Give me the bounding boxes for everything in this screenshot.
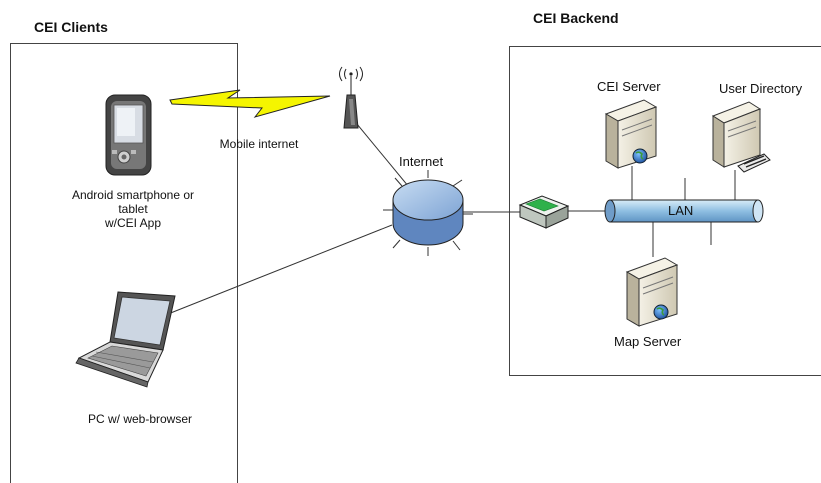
router-icon xyxy=(383,170,473,256)
antenna-icon xyxy=(339,66,363,129)
globe-icon xyxy=(632,148,648,164)
directory-card-icon xyxy=(737,153,771,173)
smartphone-icon xyxy=(105,94,152,176)
smartphone-label: Android smartphone or tablet w/CEI App xyxy=(48,188,218,230)
backend-title: CEI Backend xyxy=(533,10,619,26)
globe-icon xyxy=(653,304,669,320)
pc-label: PC w/ web-browser xyxy=(87,412,193,426)
mobile-internet-label: Mobile internet xyxy=(219,137,299,151)
smartphone-label-line3: w/CEI App xyxy=(104,216,162,230)
laptop-icon xyxy=(75,291,176,388)
server-icon xyxy=(625,257,679,327)
lan-bus xyxy=(604,199,764,223)
clients-title: CEI Clients xyxy=(34,19,108,35)
smartphone-label-line1: Android smartphone or xyxy=(71,188,195,202)
server-icon xyxy=(604,99,658,169)
map-server-label: Map Server xyxy=(614,334,682,349)
laptop-to-router-link xyxy=(157,224,393,319)
lan-label: LAN xyxy=(668,203,694,218)
switch-icon xyxy=(518,195,570,229)
cei-server-label: CEI Server xyxy=(597,79,661,94)
lightning-icon xyxy=(169,89,331,118)
user-directory-label: User Directory xyxy=(719,81,803,96)
internet-label: Internet xyxy=(399,154,444,169)
server-icon xyxy=(711,101,771,173)
smartphone-label-line2: tablet xyxy=(118,202,148,216)
